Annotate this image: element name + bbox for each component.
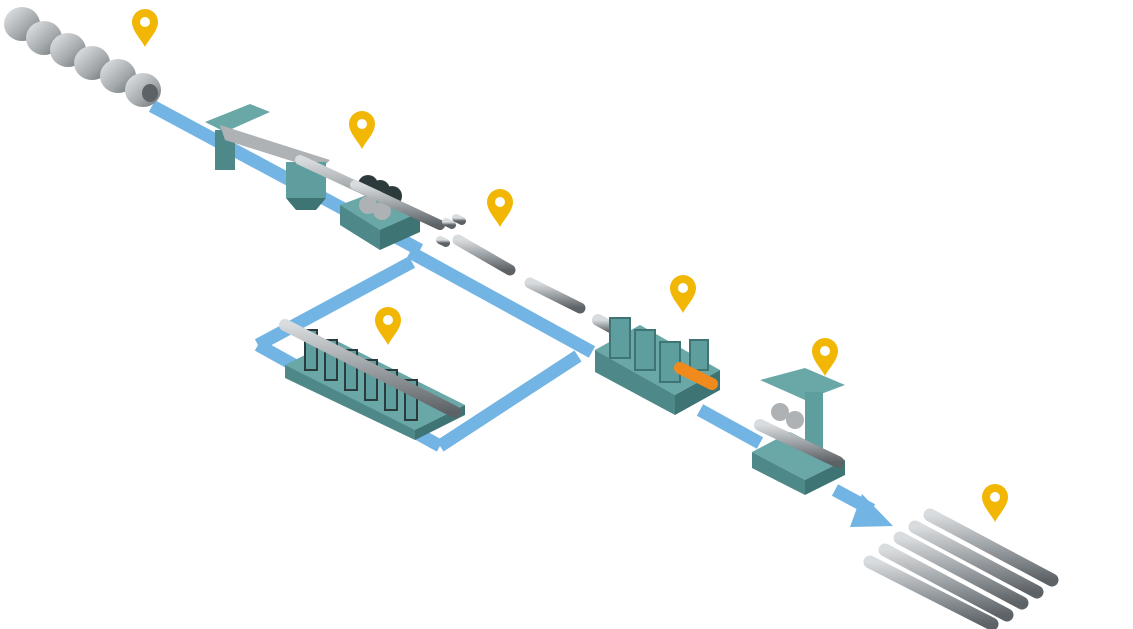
forming-mill (340, 175, 445, 250)
location-pin-finished-pipes[interactable] (982, 484, 1008, 522)
finished-pipes (863, 508, 1059, 629)
heat-treatment-machine (592, 314, 720, 415)
location-pin-heat-treatment[interactable] (670, 275, 696, 313)
location-pin-sizing[interactable] (375, 307, 401, 345)
flow-arrowhead (850, 494, 893, 527)
location-pin-forming[interactable] (349, 111, 375, 149)
straightener-machine (752, 368, 845, 495)
location-pin-cutting[interactable] (487, 189, 513, 227)
steel-coils (4, 7, 161, 107)
location-pin-straightening[interactable] (812, 338, 838, 376)
sizing-mill (279, 319, 465, 440)
cut-pipes (436, 214, 586, 314)
location-pin-coils[interactable] (132, 9, 158, 47)
